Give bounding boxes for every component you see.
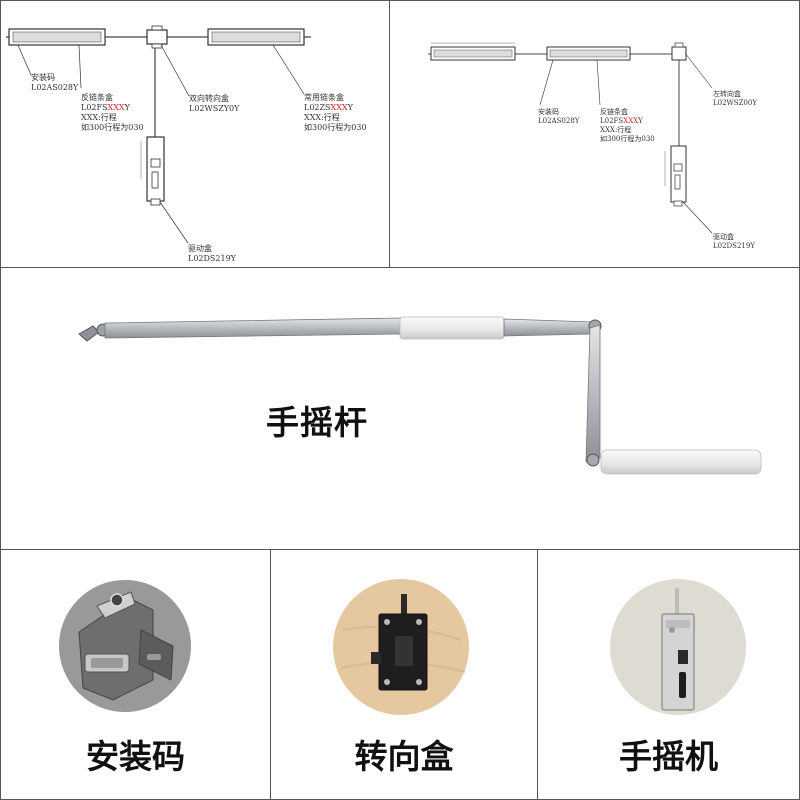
reverse-chain-box-code: L02FSXXXY xyxy=(81,103,131,112)
drive-box-code: L02DS219Y xyxy=(713,242,755,250)
leader-lines xyxy=(17,44,305,244)
crank-unit-photo xyxy=(610,579,746,715)
turn-box-photo xyxy=(333,579,469,715)
part-card-turn-box: 转向盒 xyxy=(270,549,538,800)
dual-turn-box-code: L02WSZY0Y xyxy=(189,104,240,113)
part-card-crank-unit: 手摇机 xyxy=(537,549,800,800)
drive-box-name: 驱动盒 xyxy=(188,243,212,253)
normal-chain-box-example: 如300行程为030 xyxy=(304,122,367,132)
reverse-chain-box-example: 如300行程为030 xyxy=(81,122,144,132)
diagram-panel-dual-turn: 安装码 L02AS028Y 反链条盒 L02FSXXXY XXX:行程 如300… xyxy=(0,0,390,268)
reverse-chain-box-name: 反链条盒 xyxy=(81,92,113,102)
reverse-chain-box-example: 如300行程为030 xyxy=(600,134,655,143)
drive-box-shape xyxy=(140,136,165,206)
drive-box-shape xyxy=(664,145,687,207)
reverse-chain-box-code: L02FSXXXY xyxy=(600,117,643,125)
install-bracket-photo xyxy=(59,580,191,712)
diagram-panel-left-turn: 安装码 L02AS028Y 反链条盒 L02FSXXXY XXX:行程 如300… xyxy=(389,0,800,268)
install-code-name: 安装码 xyxy=(538,107,559,116)
normal-chain-box-name: 常用链条盒 xyxy=(304,92,344,102)
part-caption-turn-box: 转向盒 xyxy=(354,737,454,776)
normal-chain-box-note: XXX:行程 xyxy=(304,112,340,122)
dual-turn-box-name: 双向转向盒 xyxy=(189,93,229,103)
install-code-name: 安装码 xyxy=(31,72,55,82)
install-code-code: L02AS028Y xyxy=(538,117,580,125)
diagram-left-turn-drawing: 安装码 L02AS028Y 反链条盒 L02FSXXXY XXX:行程 如300… xyxy=(428,42,757,250)
dual-turn-box-shape xyxy=(146,25,168,49)
normal-chain-box-shape xyxy=(207,28,305,46)
left-turn-box-name: 左转向盒 xyxy=(713,89,741,98)
reverse-chain-box-note: XXX:行程 xyxy=(600,125,631,134)
install-code-code: L02AS028Y xyxy=(31,83,79,92)
diagram-dual-turn-drawing: 安装码 L02AS028Y 反链条盒 L02FSXXXY XXX:行程 如300… xyxy=(6,25,367,263)
crank-handle-panel: 手摇杆 xyxy=(0,267,800,550)
part-caption-install-bracket: 安装码 xyxy=(86,737,185,776)
crank-handle-image xyxy=(78,316,762,475)
crank-handle-title: 手摇杆 xyxy=(266,403,368,442)
reverse-chain-box-shape xyxy=(546,46,631,61)
part-card-install-bracket: 安装码 xyxy=(0,549,271,800)
reverse-chain-box-note: XXX:行程 xyxy=(81,112,117,122)
reverse-chain-box-name: 反链条盒 xyxy=(600,107,628,116)
install-section-shape xyxy=(430,42,516,61)
leader-lines xyxy=(539,52,713,234)
left-turn-box-code: L02WSZ00Y xyxy=(713,99,757,107)
left-turn-box-shape xyxy=(671,42,687,61)
drive-box-name: 驱动盒 xyxy=(713,232,734,241)
drive-box-code: L02DS219Y xyxy=(188,254,237,263)
normal-chain-box-code: L02ZSXXXY xyxy=(304,103,354,112)
reverse-chain-box-shape xyxy=(8,28,106,46)
part-caption-crank-unit: 手摇机 xyxy=(619,737,718,776)
